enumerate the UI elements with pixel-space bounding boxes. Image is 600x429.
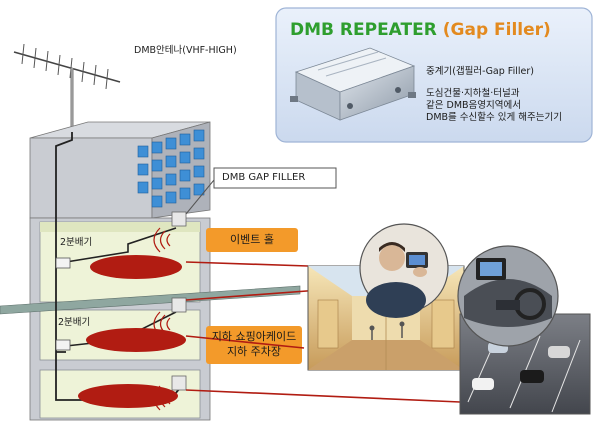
gap-filler-unit-3 bbox=[171, 375, 187, 391]
splitter-2 bbox=[55, 339, 71, 351]
product-panel bbox=[275, 7, 593, 143]
underground-callout-box bbox=[206, 326, 302, 364]
coverage-area-mall bbox=[86, 328, 186, 352]
coverage-area-parking bbox=[78, 384, 178, 408]
event-hall-callout-box bbox=[206, 228, 298, 252]
gap-filler-unit-2 bbox=[171, 297, 187, 313]
splitter-1 bbox=[55, 257, 71, 269]
gap-filler-label-box bbox=[213, 167, 337, 189]
underground-parking-label: 지하 주차장 bbox=[226, 345, 282, 358]
product-title-main: DMB REPEATER bbox=[290, 20, 437, 40]
dmb-user-photo bbox=[359, 223, 449, 318]
splitter-label-1: 2분배기 bbox=[60, 237, 93, 248]
product-desc-line1: 중계기(갭필러-Gap Filler) bbox=[426, 66, 534, 77]
product-desc-line2: 도심건물·지하철·터널과 bbox=[426, 88, 520, 99]
event-hall-label: 이벤트 홀 bbox=[230, 233, 274, 246]
gap-filler-label: DMB GAP FILLER bbox=[222, 172, 306, 183]
underground-arcade-label: 지하 쇼핑아케이드 bbox=[211, 330, 297, 343]
building bbox=[0, 121, 301, 421]
product-title-sub: (Gap Filler) bbox=[442, 20, 551, 40]
product-desc-line3: 같은 DMB음영지역에서 bbox=[426, 100, 521, 111]
car-dmb-photo bbox=[457, 245, 559, 347]
product-desc-line4: DMB를 수신할수 있게 해주는기기 bbox=[426, 112, 562, 123]
gap-filler-unit-1 bbox=[171, 211, 187, 227]
splitter-label-2: 2분배기 bbox=[58, 317, 91, 328]
product-title: DMB REPEATER (Gap Filler) bbox=[290, 20, 551, 40]
antenna-label: DMB안테나(VHF-HIGH) bbox=[134, 45, 237, 56]
repeater-device-image bbox=[290, 47, 416, 121]
photo-leader-lines bbox=[185, 261, 461, 403]
branch-cable-1 bbox=[65, 227, 177, 263]
antenna bbox=[13, 43, 121, 132]
building-windows bbox=[137, 129, 205, 208]
coverage-area-event-hall bbox=[90, 255, 182, 279]
